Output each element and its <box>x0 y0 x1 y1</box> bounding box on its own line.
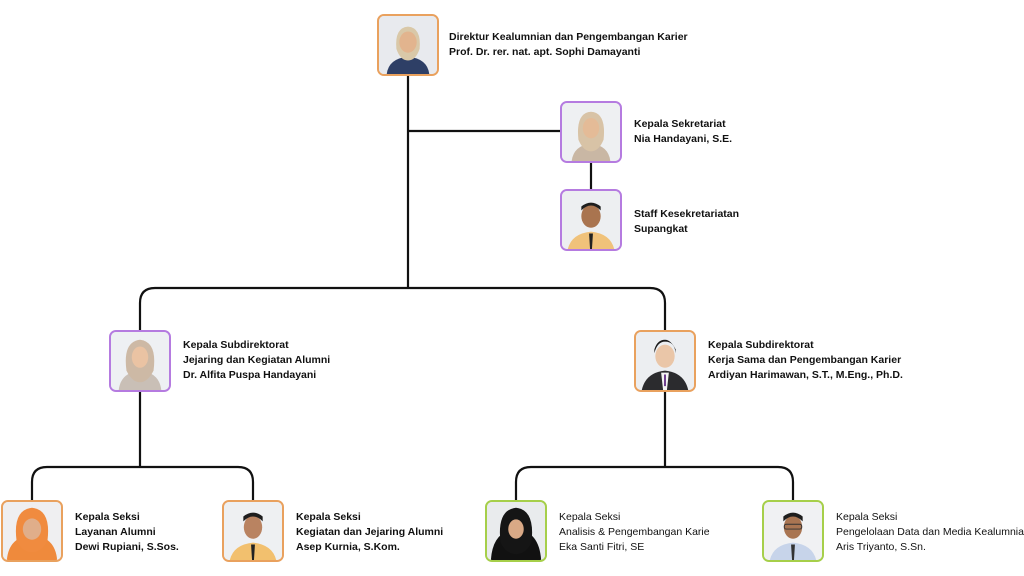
right-sections-split-line <box>514 465 795 500</box>
left-sections-split-line <box>30 465 255 500</box>
director-name: Prof. Dr. rer. nat. apt. Sophi Damayanti <box>449 46 641 58</box>
section-3-name: Eka Santi Fitri, SE <box>559 541 645 553</box>
section-1-label: Kepala Seksi Layanan Alumni Dewi Rupiani… <box>75 510 179 555</box>
subdir-left-role: Kepala Subdirektorat <box>183 339 289 351</box>
secretariat-head-photo <box>560 101 622 163</box>
section-1-unit: Layanan Alumni <box>75 526 156 538</box>
secretariat-head-label: Kepala Sekretariat Nia Handayani, S.E. <box>634 117 732 147</box>
section-4-name: Aris Triyanto, S.Sn. <box>836 541 926 553</box>
subdir-left-label: Kepala Subdirektorat Jejaring dan Kegiat… <box>183 338 330 383</box>
subdir-split-line <box>138 286 667 330</box>
section-4-unit: Pengelolaan Data dan Media Kealumnian <box>836 526 1024 538</box>
section-4-label: Kepala Seksi Pengelolaan Data dan Media … <box>836 510 1024 555</box>
secretariat-head-role: Kepala Sekretariat <box>634 118 726 130</box>
subdir-right-role: Kepala Subdirektorat <box>708 339 814 351</box>
section-3-photo <box>485 500 547 562</box>
secretariat-staff-label: Staff Kesekretariatan Supangkat <box>634 207 739 237</box>
section-3-label: Kepala Seksi Analisis & Pengembangan Kar… <box>559 510 710 555</box>
subdir-right-name: Ardiyan Harimawan, S.T., M.Eng., Ph.D. <box>708 369 903 381</box>
section-2-role: Kepala Seksi <box>296 511 361 523</box>
subdir-left-name: Dr. Alfita Puspa Handayani <box>183 369 317 381</box>
secretariat-staff-name: Supangkat <box>634 223 688 235</box>
subdir-right-unit: Kerja Sama dan Pengembangan Karier <box>708 354 902 366</box>
subdir-right-label: Kepala Subdirektorat Kerja Sama dan Peng… <box>708 338 903 383</box>
section-3-unit: Analisis & Pengembangan Karie <box>559 526 710 538</box>
section-4-photo <box>762 500 824 562</box>
secretariat-head-name: Nia Handayani, S.E. <box>634 133 733 145</box>
section-4-role: Kepala Seksi <box>836 511 898 523</box>
director-photo <box>377 14 439 76</box>
section-1-name: Dewi Rupiani, S.Sos. <box>75 541 179 553</box>
section-3-role: Kepala Seksi <box>559 511 621 523</box>
director-role: Direktur Kealumnian dan Pengembangan Kar… <box>449 31 688 43</box>
secretariat-staff-role: Staff Kesekretariatan <box>634 208 740 220</box>
section-2-label: Kepala Seksi Kegiatan dan Jejaring Alumn… <box>296 510 443 555</box>
secretariat-staff-photo <box>560 189 622 251</box>
section-1-photo <box>1 500 63 562</box>
section-1-role: Kepala Seksi <box>75 511 140 523</box>
section-2-name: Asep Kurnia, S.Kom. <box>296 541 400 553</box>
director-label: Direktur Kealumnian dan Pengembangan Kar… <box>449 30 688 60</box>
section-2-unit: Kegiatan dan Jejaring Alumni <box>296 526 444 538</box>
subdir-left-photo <box>109 330 171 392</box>
subdir-right-photo <box>634 330 696 392</box>
subdir-left-unit: Jejaring dan Kegiatan Alumni <box>183 354 331 366</box>
section-2-photo <box>222 500 284 562</box>
